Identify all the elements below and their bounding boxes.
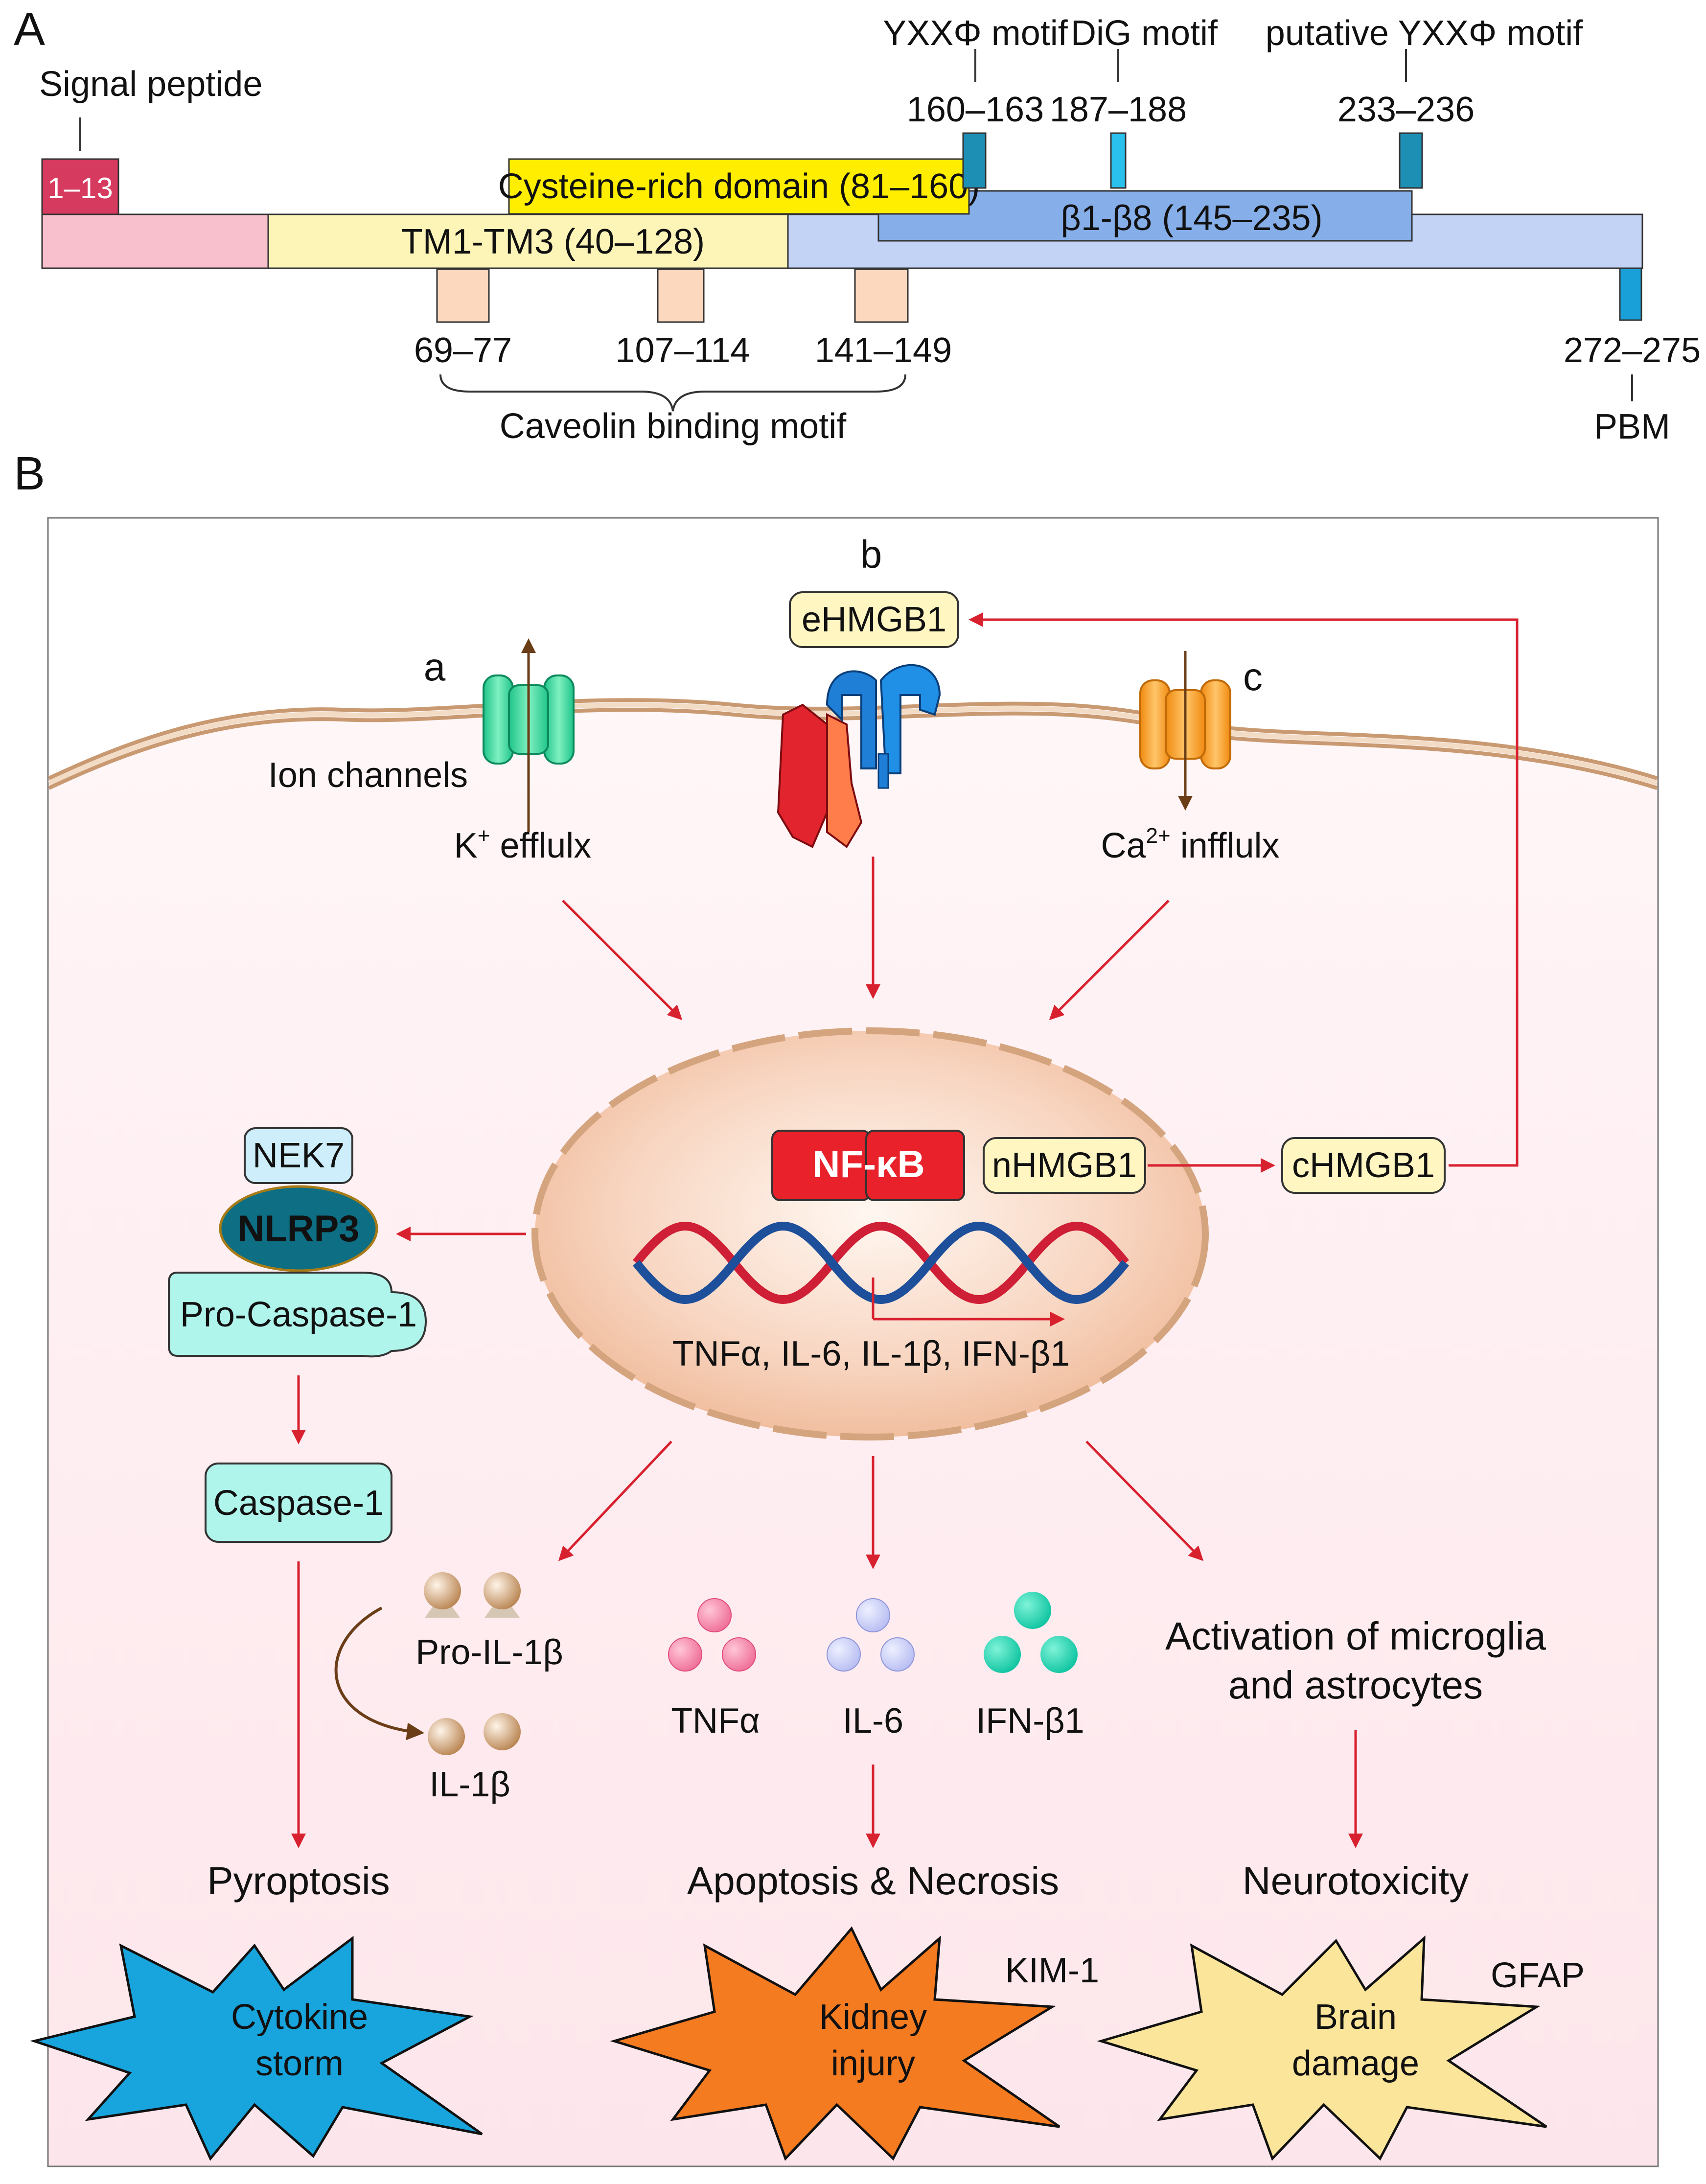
caveolin-range-2: 107–114 [616, 331, 750, 370]
pyroptosis-label: Pyroptosis [207, 1859, 390, 1903]
cysteine-domain-label: Cysteine-rich domain (81–160) [498, 167, 980, 206]
yxx-motif-label: YXXΦ motif [883, 14, 1068, 53]
caveolin-range-3: 141–149 [815, 331, 952, 370]
arrow-ca-to-nucleus [1049, 900, 1170, 1021]
cytokine-storm-line-2: storm [255, 2044, 344, 2083]
caveolin-label: Caveolin binding motif [500, 407, 847, 446]
calcium-channel-icon [1139, 679, 1231, 769]
ehmgb1-label: eHMGB1 [802, 600, 946, 639]
yxx-range-label: 160–163 [907, 90, 1044, 129]
panel-a-letter: A [14, 3, 45, 55]
pro-caspase-box [168, 1272, 427, 1358]
ion-channels-label: Ion channels [268, 756, 468, 795]
membrane-core [47, 702, 1658, 786]
tnfa-icon [668, 1598, 756, 1672]
panel-b: B a Ion channels K+ efflulx b eHMGB1 [14, 447, 1659, 2167]
membrane-inner [48, 708, 1658, 790]
kidney-line-1: Kidney [819, 1998, 927, 2037]
caveolin-brace [439, 374, 906, 412]
ifnb1-label: IFN-β1 [976, 1701, 1084, 1741]
brain-line-2: damage [1292, 2044, 1419, 2083]
ifnb1-icon [984, 1592, 1078, 1673]
activation-line-1: Activation of microglia [1165, 1614, 1546, 1658]
ehmgb1-box [789, 591, 959, 648]
arrow-nucleus-to-il1b [558, 1441, 672, 1561]
signal-peptide-box [41, 158, 119, 215]
nucleus [531, 1027, 1209, 1441]
cytokines-line: TNFα, IL-6, IL-1β, IFN-β1 [672, 1334, 1070, 1373]
brain-damage-burst [1097, 1935, 1547, 2161]
kim1-label: KIM-1 [1005, 1951, 1099, 1990]
il1b-icon [428, 1713, 521, 1755]
cytokine-storm-burst [29, 1936, 483, 2161]
il1b-label: IL-1β [429, 1765, 510, 1804]
signal-region-bar [41, 213, 269, 269]
nfkb-label: NF-κB [812, 1142, 925, 1185]
il6-icon [827, 1598, 915, 1672]
beta-domain-label: β1-β8 (145–235) [1060, 199, 1322, 238]
dig-range-label: 187–188 [1050, 90, 1187, 129]
dig-motif-label: DiG motif [1071, 14, 1218, 53]
yxx-motif-box [962, 132, 987, 189]
caveolin-range-1: 69–77 [414, 331, 512, 370]
k-efflux-label: K+ efflulx [454, 824, 592, 865]
arrow-k-to-nucleus [562, 900, 683, 1021]
label-b: b [860, 533, 882, 576]
receptor-icon [777, 664, 941, 848]
pro-il1b-icon [424, 1572, 521, 1618]
kidney-injury-burst [610, 1926, 1060, 2161]
chmgb1-box [1281, 1137, 1446, 1194]
dna-helix-icon [632, 1222, 1130, 1304]
caspase-label: Caspase-1 [213, 1484, 384, 1523]
dig-motif-box [1110, 132, 1127, 189]
pbm-range-label: 272–275 [1564, 331, 1701, 370]
nlrp3-oval [219, 1185, 378, 1272]
putative-range-label: 233–236 [1337, 90, 1475, 129]
activation-line-2: and astrocytes [1228, 1663, 1483, 1707]
extracellular-space [49, 519, 1657, 778]
maturation-arrow [334, 1606, 425, 1741]
nfkb-complex: NF-κB [771, 1130, 965, 1201]
pbm-box [1619, 267, 1642, 321]
chmgb1-label: cHMGB1 [1292, 1146, 1435, 1185]
nlrp3-label: NLRP3 [237, 1208, 359, 1250]
panel-a: A TM1-TM3 (40–128) β1-β8 (145–235) Cyste… [14, 3, 1701, 446]
neurotoxicity-label: Neurotoxicity [1243, 1859, 1469, 1903]
nek7-label: NEK7 [253, 1136, 345, 1175]
pro-caspase-label: Pro-Caspase-1 [180, 1295, 417, 1334]
pro-il1b-label: Pro-IL-1β [415, 1633, 563, 1672]
ca-influx-label: Ca2+ infflulx [1101, 824, 1279, 865]
nhmgb1-box [983, 1137, 1146, 1194]
caspase-box [205, 1463, 392, 1543]
signal-peptide-label: Signal peptide [39, 65, 262, 104]
putative-motif-box [1399, 132, 1423, 189]
caveolin-box-3 [854, 268, 909, 323]
tnfa-label: TNFα [671, 1701, 760, 1741]
arrow-nucleus-to-glia [1085, 1441, 1204, 1561]
arrow-chmgb1-to-ehmgb1 [968, 612, 1519, 1167]
nhmgb1-label: nHMGB1 [992, 1146, 1137, 1185]
membrane-outer [48, 698, 1658, 780]
ion-channel-icon [483, 674, 575, 765]
gfap-label: GFAP [1491, 1956, 1585, 1995]
caveolin-box-1 [436, 268, 490, 323]
label-c: c [1243, 655, 1263, 698]
nek7-box [244, 1127, 353, 1184]
il6-label: IL-6 [843, 1701, 903, 1741]
panel-b-letter: B [14, 447, 45, 500]
brain-line-1: Brain [1314, 1998, 1397, 2037]
kidney-line-2: injury [831, 2044, 915, 2083]
cytokine-storm-line-1: Cytokine [231, 1998, 368, 2037]
pbm-label: PBM [1594, 407, 1670, 446]
tm-domain-label: TM1-TM3 (40–128) [401, 222, 705, 261]
tm-region-bar [267, 213, 789, 269]
apoptosis-label: Apoptosis & Necrosis [687, 1859, 1059, 1903]
cysteine-domain-box [508, 158, 970, 215]
putative-motif-label: putative YXXΦ motif [1266, 14, 1583, 53]
caveolin-box-2 [657, 268, 705, 323]
signal-range-label: 1–13 [47, 172, 113, 205]
label-a: a [424, 645, 446, 689]
